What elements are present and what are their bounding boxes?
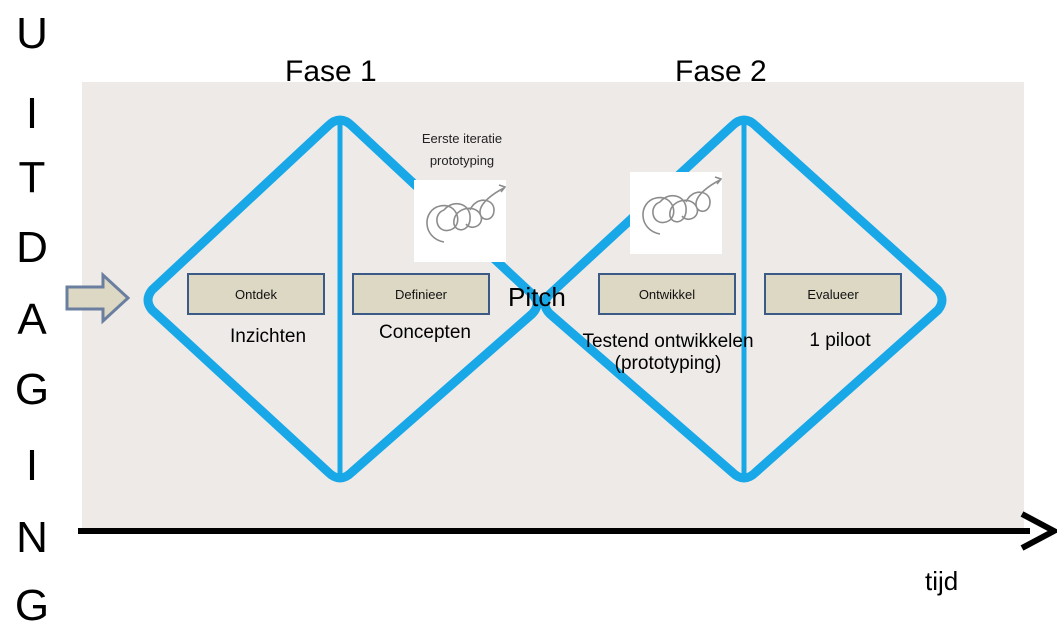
phase-2-title: Fase 2 — [675, 55, 767, 88]
step-box-definieer: Definieer — [352, 273, 490, 315]
vertical-title-letter: I — [25, 89, 39, 138]
vertical-title-letter: U — [16, 9, 48, 58]
step-box-evalueer: Evalueer — [764, 273, 902, 315]
double-diamond-diagram — [65, 115, 1057, 551]
spiral-icon — [630, 172, 723, 254]
caption-1-piloot: 1 piloot — [809, 330, 871, 351]
vertical-title-letter: D — [16, 223, 48, 272]
spiral-icon — [414, 180, 507, 262]
vertical-title-letter: G — [14, 365, 50, 414]
caption-testend-ontwikkelen: Testend ontwikkelen (prototyping) — [582, 331, 754, 374]
pitch-label: Pitch — [508, 282, 566, 312]
step-box-ontwikkel: Ontwikkel — [598, 273, 736, 315]
caption-inzichten: Inzichten — [229, 326, 307, 347]
phase-1-title: Fase 1 — [285, 55, 377, 88]
diamond-2-outline — [540, 115, 947, 483]
diamond-1-outline — [143, 115, 542, 483]
step-box-ontdek: Ontdek — [187, 273, 325, 315]
vertical-title-letter: N — [16, 513, 48, 562]
time-axis-arrow-icon — [1020, 511, 1057, 551]
vertical-title-letter: T — [18, 153, 46, 202]
vertical-title-letter: A — [17, 295, 47, 344]
time-axis-label: tijd — [925, 566, 959, 596]
caption-concepten: Concepten — [379, 322, 471, 343]
vertical-title-letter: I — [25, 441, 39, 490]
iteration-note: Eerste iteratie prototyping — [421, 131, 503, 168]
input-arrow-icon — [65, 271, 131, 325]
